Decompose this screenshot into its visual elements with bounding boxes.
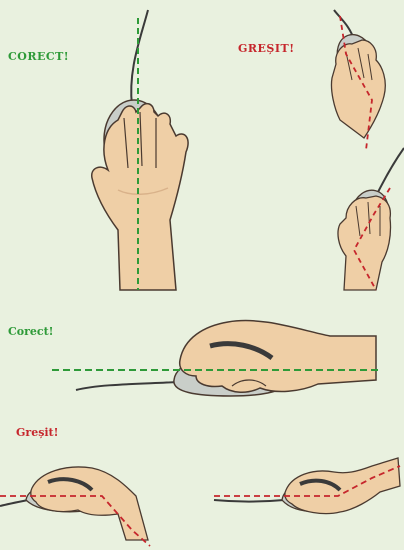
hand-top-wrong-1 (331, 10, 385, 150)
mouse-cable (0, 500, 28, 506)
hand-palm (338, 196, 391, 290)
hand-palm (331, 40, 385, 138)
mouse-cable (131, 10, 148, 106)
hand-side (285, 458, 400, 514)
mouse-cable (214, 500, 284, 502)
hand-side-correct (52, 321, 380, 396)
hand-top-wrong-2 (338, 148, 404, 290)
mouse-cable (76, 382, 178, 390)
hand-side-wrong-1 (0, 467, 150, 546)
hand-side (180, 321, 376, 393)
hand-side-wrong-2 (214, 458, 400, 514)
hand-top-correct (92, 10, 188, 290)
